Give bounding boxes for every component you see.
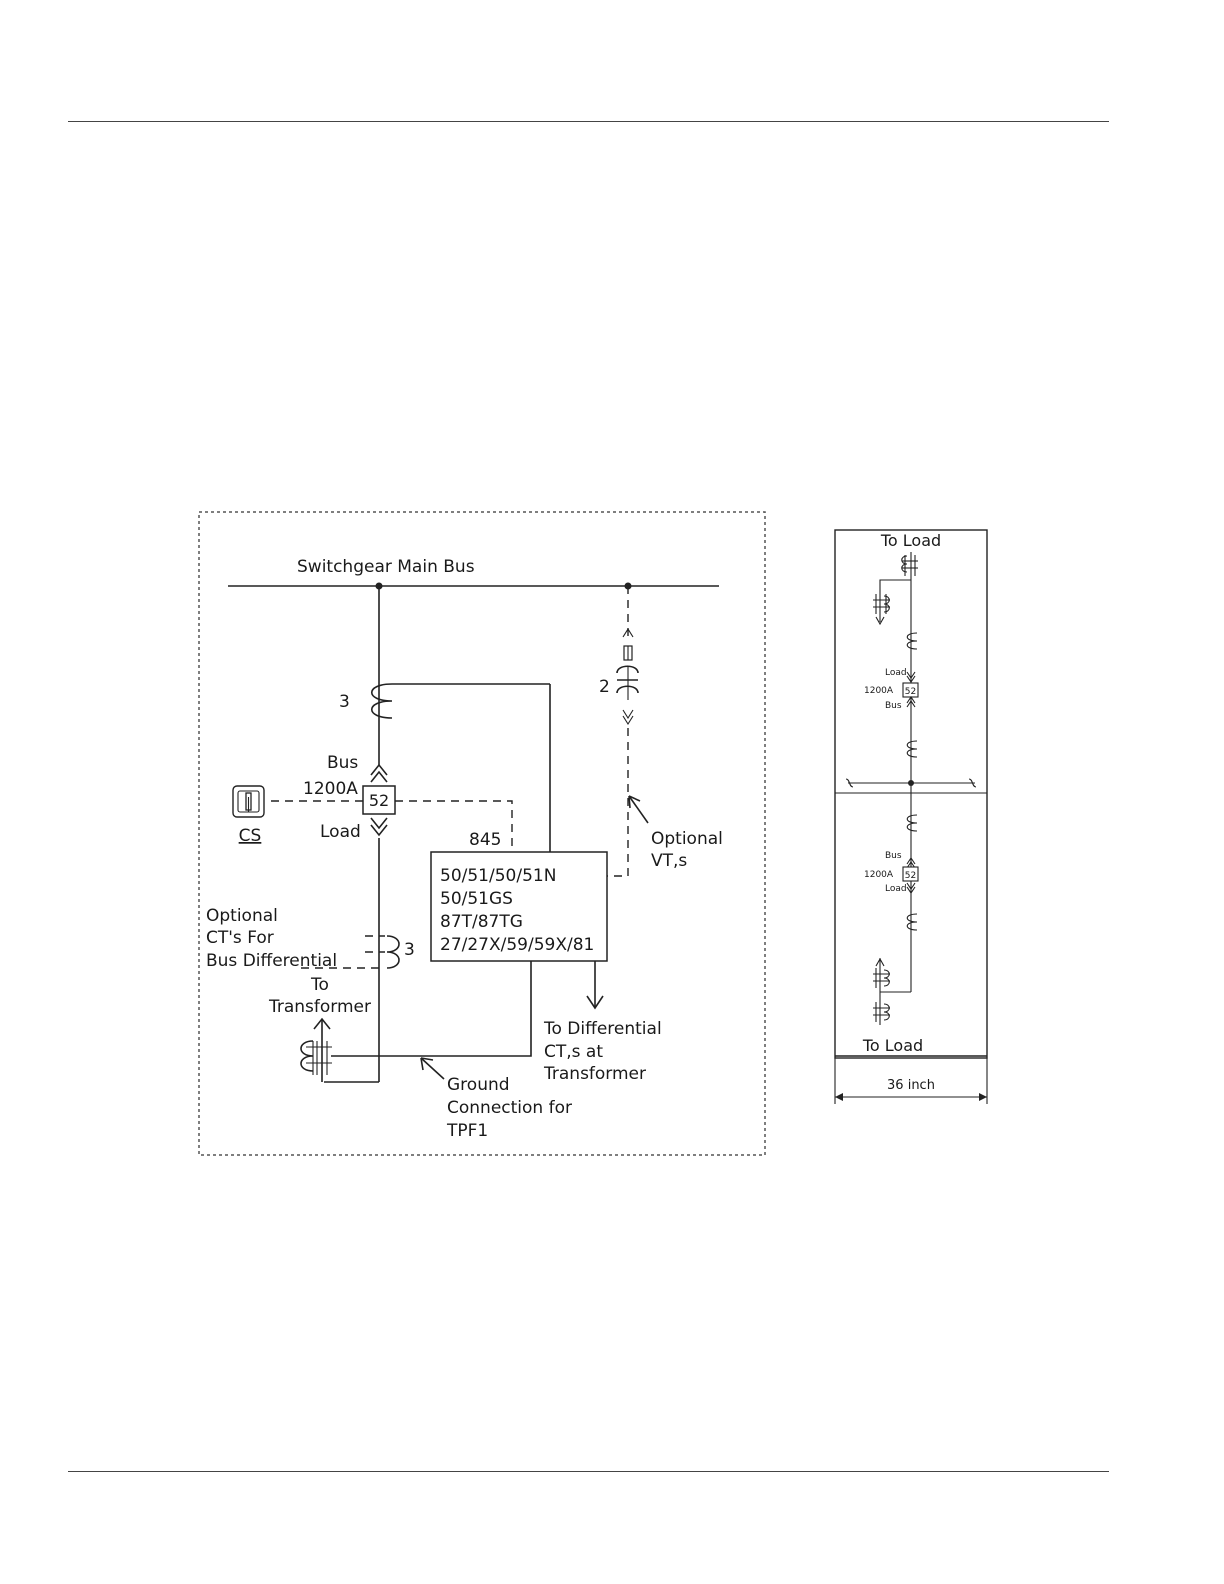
to-transformer-label-line2: Transformer — [268, 997, 371, 1017]
elevation-bottom-label: To Load — [862, 1036, 923, 1055]
relay-function-2: 50/51GS — [440, 889, 513, 909]
ground-label-line1: Ground — [447, 1075, 510, 1095]
upper-breaker-bus-label: Bus — [885, 701, 902, 711]
ground-label-line2: Connection for — [447, 1098, 572, 1118]
upper-breaker-load-label: Load — [885, 668, 907, 678]
upper-breaker-rating: 1200A — [864, 686, 894, 696]
relay-function-1: 50/51/50/51N — [440, 866, 556, 886]
upper-side-cable — [880, 580, 911, 622]
lower-bus-ct-icon — [907, 815, 917, 831]
breaker-load-label: Load — [320, 822, 361, 842]
control-switch-label: CS — [239, 826, 262, 846]
optional-vt-label-line2: VT,s — [651, 851, 687, 871]
control-switch-icon — [233, 786, 264, 817]
breaker-rating: 1200A — [303, 779, 358, 799]
to-transformer-label-line1: To — [310, 975, 329, 995]
ct-bus-diff-count: 3 — [404, 940, 415, 960]
upper-side-cable-terminal-icon — [873, 594, 890, 624]
one-line-diagram: Switchgear Main Bus 3 52 Bus 1200A Load — [199, 512, 765, 1155]
ct-top-count: 3 — [339, 692, 350, 712]
ground-pointer-arrow — [421, 1058, 444, 1079]
breaker-bus-disconnect-icon — [371, 765, 387, 782]
upper-bus-ct-icon — [907, 741, 917, 757]
upper-ct-icon — [907, 633, 917, 649]
relay-function-3: 87T/87TG — [440, 912, 523, 932]
to-differential-arrow — [587, 961, 603, 1008]
vt-transformer-icon — [617, 666, 638, 724]
breaker-load-disconnect-icon — [371, 818, 387, 835]
switchgear-elevation: To Load To Load 52 — [835, 530, 987, 1104]
upper-breaker-52-label: 52 — [905, 687, 916, 697]
elevation-top-label: To Load — [880, 531, 941, 550]
main-bus-label: Switchgear Main Bus — [297, 557, 475, 577]
lower-ct-icon — [907, 914, 917, 930]
lower-cable-terminal-lower-icon — [873, 1002, 890, 1022]
ground-label-line3: TPF1 — [446, 1121, 488, 1141]
width-dimension-label: 36 inch — [887, 1078, 935, 1093]
transformer-cable-terminal-icon — [301, 1019, 332, 1082]
vt-secondary-wire — [607, 728, 628, 876]
breaker-bus-label: Bus — [327, 753, 358, 773]
optional-cts-label-line3: Bus Differential — [206, 951, 337, 971]
vt-count: 2 — [599, 677, 610, 697]
optional-cts-label-line1: Optional — [206, 906, 278, 926]
optional-vt-pointer-arrow — [629, 796, 648, 823]
to-differential-label-line3: Transformer — [543, 1064, 646, 1084]
relay-function-4: 27/27X/59/59X/81 — [440, 935, 594, 955]
lower-breaker-52-label: 52 — [905, 871, 916, 881]
lower-cable-terminal-upper-icon — [873, 959, 890, 988]
upper-cable-terminal-icon — [902, 555, 918, 576]
lower-breaker-rating: 1200A — [864, 870, 894, 880]
optional-vt-label-line1: Optional — [651, 829, 723, 849]
to-differential-label-line2: CT,s at — [544, 1042, 603, 1062]
ct-top-icon — [372, 684, 550, 852]
lower-breaker-bus-label: Bus — [885, 851, 902, 861]
to-differential-label-line1: To Differential — [543, 1019, 662, 1039]
lower-breaker-load-label: Load — [885, 884, 907, 894]
optional-cts-label-line2: CT's For — [206, 928, 274, 948]
relay-id: 845 — [469, 830, 501, 850]
breaker-52-label: 52 — [369, 791, 389, 810]
